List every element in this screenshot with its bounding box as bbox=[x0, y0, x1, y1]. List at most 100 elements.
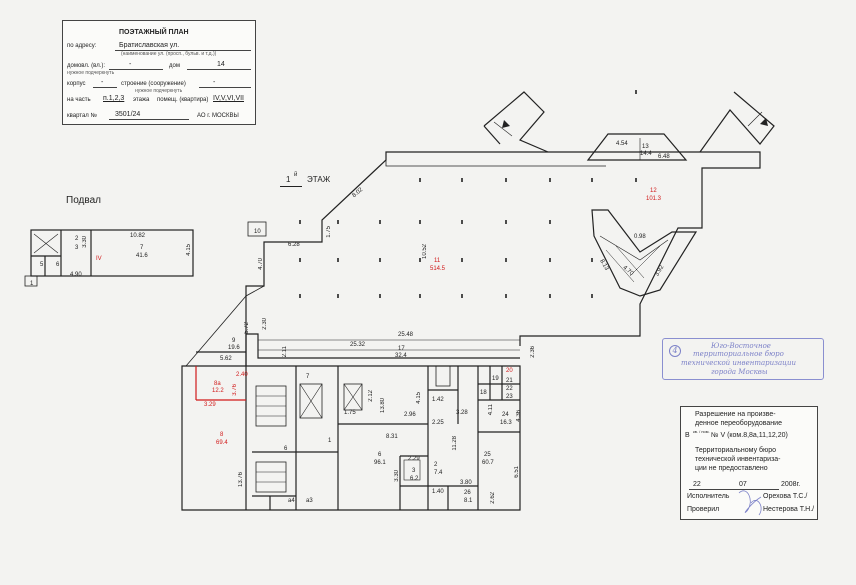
label-area-324: 32.4 bbox=[395, 353, 407, 359]
permission-line-5: технической инвентариза- bbox=[695, 456, 781, 463]
floor-label: этажа bbox=[133, 97, 150, 103]
label-room-13: 13 bbox=[642, 144, 649, 150]
label-area-961: 96.1 bbox=[374, 460, 386, 466]
label-area-5145: 514.5 bbox=[430, 266, 446, 272]
label-room-2a: 2 bbox=[434, 462, 438, 468]
label-area-196: 19.6 bbox=[228, 345, 240, 351]
building-value: - bbox=[213, 79, 216, 86]
stamp-line-2: территориальное бюро bbox=[693, 350, 784, 358]
label-dim-330: 3.30 bbox=[394, 470, 400, 482]
label-room-22: 22 bbox=[506, 386, 513, 392]
house-value: - bbox=[129, 61, 132, 68]
label-dim-230: 2.30 bbox=[262, 318, 268, 330]
label-dim-240: 2.40 bbox=[236, 372, 248, 378]
label-room-20: 20 bbox=[506, 368, 513, 374]
label-dim-175b: 1.75 bbox=[344, 410, 356, 416]
basement-dim-415: 4.15 bbox=[186, 244, 192, 256]
label-area-74: 7.4 bbox=[434, 470, 443, 476]
label-dim-436: 4.36 bbox=[516, 410, 522, 422]
label-room-7a: 7 bbox=[306, 374, 310, 380]
label-room-24: 24 bbox=[502, 412, 509, 418]
label-dim-262: 2.62 bbox=[490, 492, 496, 504]
plan-title: ПОЭТАЖНЫЙ ПЛАН bbox=[119, 29, 189, 36]
building-label: строение (сооружение) bbox=[121, 81, 186, 87]
label-room-8: 8 bbox=[220, 432, 224, 438]
label-dim-211: 2.11 bbox=[282, 346, 288, 358]
dom-value: 14 bbox=[217, 61, 225, 68]
label-room-8a: 8a bbox=[214, 381, 221, 387]
basement-title: Подвал bbox=[66, 195, 101, 206]
checker-name: Нестерова Т.Н./ bbox=[763, 506, 815, 513]
label-dim-175a: 1.75 bbox=[326, 226, 332, 238]
floor-number: 1 bbox=[286, 175, 291, 184]
label-room-25: 25 bbox=[484, 452, 491, 458]
title-block: ПОЭТАЖНЫЙ ПЛАН по адресу: Братиславская … bbox=[62, 20, 256, 125]
permission-line-3-value: № V (ком.8,8а,11,12,20) bbox=[711, 432, 788, 439]
stamp-line-3: технической инвентаризации bbox=[681, 359, 797, 367]
permission-line-3-small: кв. / пом. bbox=[693, 429, 710, 434]
basement-outline bbox=[30, 229, 194, 277]
basement-room-3: 3 bbox=[75, 245, 79, 251]
building-hint: нужное подчеркнуть bbox=[135, 88, 183, 94]
label-area-62: 6.2 bbox=[410, 476, 419, 482]
label-dim-2532: 25.32 bbox=[350, 342, 366, 348]
label-room-23: 23 bbox=[506, 394, 513, 400]
permission-line-6: ции не предоставлено bbox=[695, 465, 768, 472]
basement-area-416: 41.6 bbox=[136, 253, 148, 259]
label-dim-470a: 4.70 bbox=[258, 258, 264, 270]
label-area-144: 14.4 bbox=[640, 151, 652, 157]
rooms-label: помещ. (квартира) bbox=[157, 97, 209, 103]
checker-label: Проверил bbox=[687, 506, 720, 513]
basement-room-1: 1 bbox=[30, 281, 34, 287]
label-dim-328: 3.28 bbox=[456, 410, 468, 416]
label-dim-140: 1.40 bbox=[432, 489, 444, 495]
label-dim-628: 6.28 bbox=[288, 242, 300, 248]
korpus-value: - bbox=[101, 79, 104, 86]
block-label: квартал № bbox=[67, 113, 97, 119]
stamp-number: 4 bbox=[669, 345, 681, 357]
bti-stamp: 4 Юго-Восточное территориальное бюро тех… bbox=[662, 338, 824, 380]
permission-line-3-prefix: В bbox=[685, 432, 690, 439]
stamp-line-1: Юго-Восточное bbox=[711, 342, 771, 350]
label-dim-229: 2.29 bbox=[408, 456, 420, 462]
label-dim-572: 5.72 bbox=[244, 322, 250, 334]
ao-label: АО г. МОСКВЫ bbox=[197, 113, 239, 119]
label-room-a4: a4 bbox=[288, 498, 295, 504]
address-hint: (наименование ул. (просп., бульв. и т.д.… bbox=[121, 51, 217, 57]
label-dim-454: 4.54 bbox=[616, 141, 628, 147]
label-room-3a: 3 bbox=[412, 468, 416, 474]
permission-line-4: Территориальному бюро bbox=[695, 447, 777, 454]
label-dim-380: 3.80 bbox=[460, 480, 472, 486]
label-room-6b: 6 bbox=[378, 452, 382, 458]
label-room-19: 19 bbox=[492, 376, 499, 382]
dom-label: дом bbox=[169, 63, 180, 69]
house-label: домовл. (вл.): bbox=[67, 63, 106, 69]
signature-scribble bbox=[738, 490, 762, 516]
basement-dim-330: 3.30 bbox=[82, 236, 88, 248]
label-room-11: 11 bbox=[434, 258, 441, 264]
part-value: п.1,2,3 bbox=[103, 95, 125, 102]
label-dim-1380: 13.80 bbox=[380, 398, 386, 414]
basement-room-2: 2 bbox=[75, 236, 79, 242]
label-room-1a: 1 bbox=[328, 438, 332, 444]
label-dim-651: 6.51 bbox=[514, 466, 520, 478]
permission-box: Разрешение на произве- денное переоборуд… bbox=[680, 406, 818, 520]
korpus-label: корпус bbox=[67, 81, 86, 87]
basement-dim-1082: 10.82 bbox=[130, 233, 146, 239]
label-area-163: 16.3 bbox=[500, 420, 512, 426]
basement-room-5: 5 bbox=[40, 262, 44, 268]
permission-date-month: 07 bbox=[739, 481, 747, 488]
label-dim-1052: 10.52 bbox=[422, 244, 428, 260]
label-room-17: 17 bbox=[398, 346, 405, 352]
label-dim-415b: 4.15 bbox=[416, 392, 422, 404]
block-value: 3501/24 bbox=[115, 111, 141, 118]
label-dim-562: 5.62 bbox=[220, 356, 232, 362]
label-dim-236: 2.36 bbox=[530, 346, 536, 358]
label-dim-098: 0.98 bbox=[634, 234, 646, 240]
permission-line-1: Разрешение на произве- bbox=[695, 411, 776, 418]
basement-dim-490: 4.90 bbox=[70, 272, 82, 278]
label-dim-648: 6.48 bbox=[658, 154, 670, 160]
label-area-694: 69.4 bbox=[216, 440, 228, 446]
